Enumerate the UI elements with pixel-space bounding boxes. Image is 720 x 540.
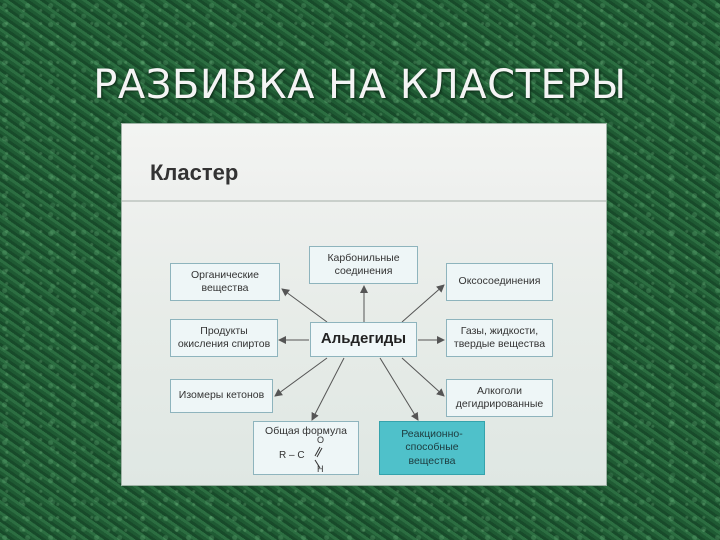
arrow-to-alcohols — [401, 357, 445, 397]
node-reactive-substances: Реакционно- способные вещества — [379, 421, 485, 475]
node-alcohol-oxidation-products: Продукты окисления спиртов — [170, 319, 278, 357]
arrow-to-oxo — [401, 284, 445, 323]
arrow-to-organic — [281, 288, 328, 323]
formula-oxygen: O — [317, 435, 325, 445]
node-dehydrogenated-alcohols: Алкоголи дегидрированные — [446, 379, 553, 417]
arrow-to-reactive — [379, 357, 419, 421]
formula-label: Общая формула — [265, 425, 347, 437]
diagram-heading: Кластер — [150, 160, 239, 185]
connector-arrows — [274, 284, 445, 421]
node-ketone-isomers: Изомеры кетонов — [170, 379, 273, 413]
cluster-diagram-slide: Кластер Органические вещества Карбонильн… — [121, 123, 607, 486]
formula-bonds — [314, 446, 323, 469]
arrow-to-formula — [311, 357, 345, 421]
slide-title: РАЗБИВКА НА КЛАСТЕРЫ — [93, 62, 627, 108]
node-gases-liquids-solids: Газы, жидкости, твердые вещества — [446, 319, 553, 357]
arrow-to-isomers — [274, 357, 328, 397]
formula-hydrogen: H — [317, 464, 324, 474]
formula-r-c: R – C — [279, 450, 305, 461]
node-carbonyl-compounds: Карбонильные соединения — [309, 246, 418, 284]
node-organic-substances: Органические вещества — [170, 263, 280, 301]
heading-divider — [122, 200, 606, 202]
node-aldehydes-center: Альдегиды — [310, 322, 417, 357]
node-general-formula: Общая формула O R – C H — [253, 421, 359, 475]
node-oxo-compounds: Оксосоединения — [446, 263, 553, 301]
